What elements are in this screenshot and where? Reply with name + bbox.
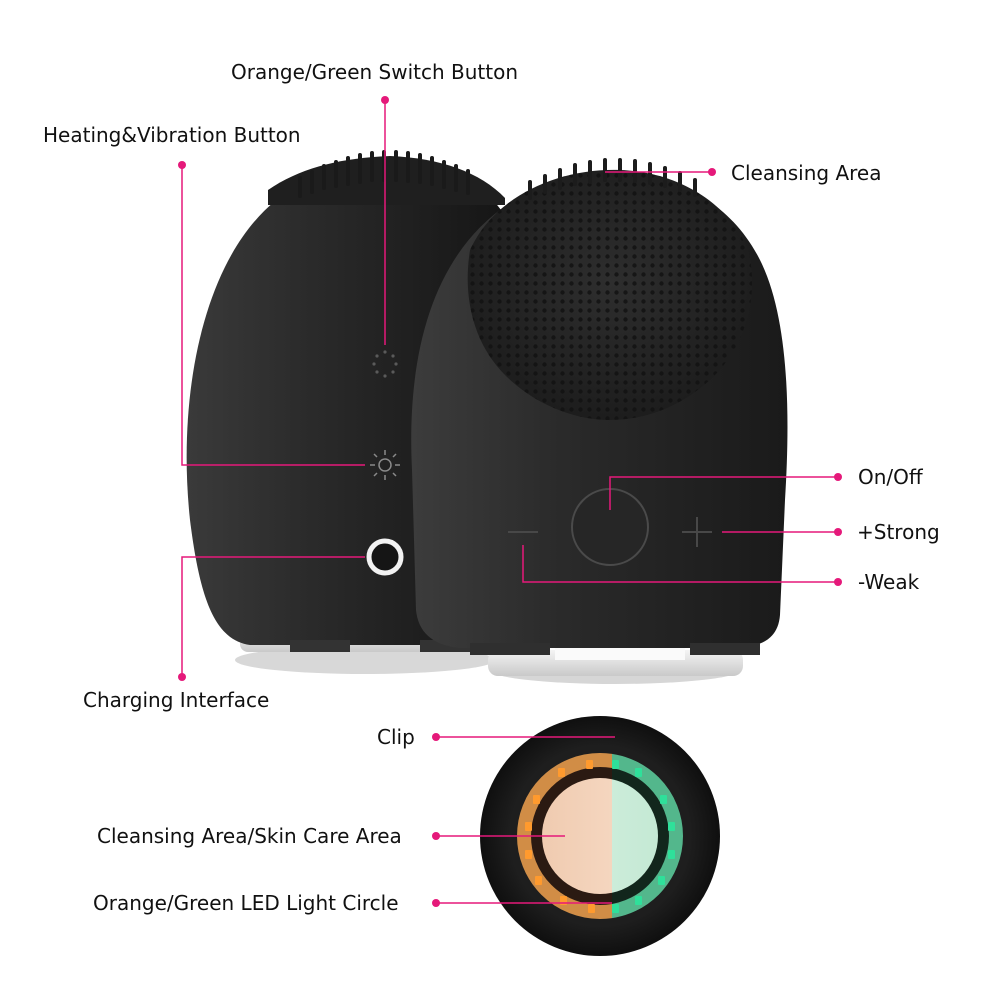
label-clip: Clip (377, 725, 415, 749)
charging-port-icon (366, 538, 404, 576)
label-weak: -Weak (858, 570, 920, 594)
label-cleansing-area: Cleansing Area (731, 161, 882, 185)
callout-dots (178, 96, 842, 907)
plus-icon (682, 517, 712, 547)
callouts (181, 100, 838, 904)
front-device (411, 158, 788, 684)
label-switch-button: Orange/Green Switch Button (231, 60, 519, 84)
heating-sun-icon (370, 450, 400, 480)
label-skin-care-area: Cleansing Area/Skin Care Area (97, 824, 402, 848)
label-charging: Charging Interface (83, 688, 270, 712)
label-on-off: On/Off (858, 465, 923, 489)
label-led-circle: Orange/Green LED Light Circle (93, 891, 399, 915)
label-strong: +Strong (857, 520, 940, 544)
label-heating-button: Heating&Vibration Button (43, 123, 301, 147)
switch-button-icon (372, 350, 398, 378)
bottom-view (480, 716, 720, 956)
